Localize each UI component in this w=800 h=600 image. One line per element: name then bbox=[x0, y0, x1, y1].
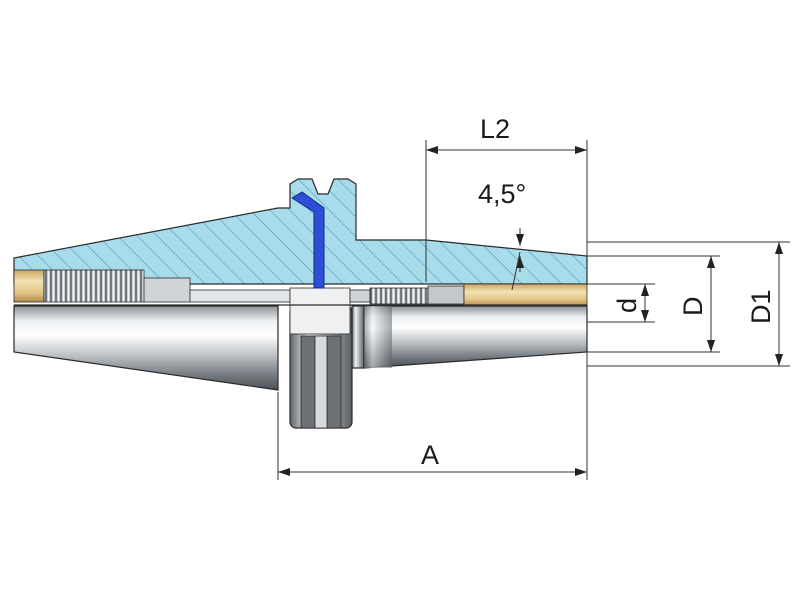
coolant-channel bbox=[291, 191, 325, 289]
bore-left-bronze bbox=[13, 269, 45, 303]
label-d: d bbox=[612, 298, 642, 313]
label-D: D bbox=[678, 297, 708, 317]
label-L2: L2 bbox=[480, 114, 510, 144]
collar-exterior bbox=[351, 305, 365, 369]
flange-groove-left bbox=[300, 335, 316, 429]
thread-right bbox=[369, 287, 429, 305]
nose-exterior bbox=[363, 305, 588, 369]
sectional-view bbox=[13, 178, 588, 335]
exterior-view bbox=[13, 305, 588, 429]
label-D1: D1 bbox=[746, 289, 776, 324]
flange-groove-right bbox=[326, 335, 342, 429]
bore-right-bronze bbox=[463, 283, 588, 307]
dimensions: L2 4,5° d D D1 A bbox=[277, 114, 790, 480]
hatched-section bbox=[13, 178, 588, 285]
label-A: A bbox=[421, 440, 439, 470]
label-angle: 4,5° bbox=[478, 179, 526, 209]
thread-left bbox=[43, 269, 145, 303]
taper-shank-exterior bbox=[13, 305, 279, 391]
